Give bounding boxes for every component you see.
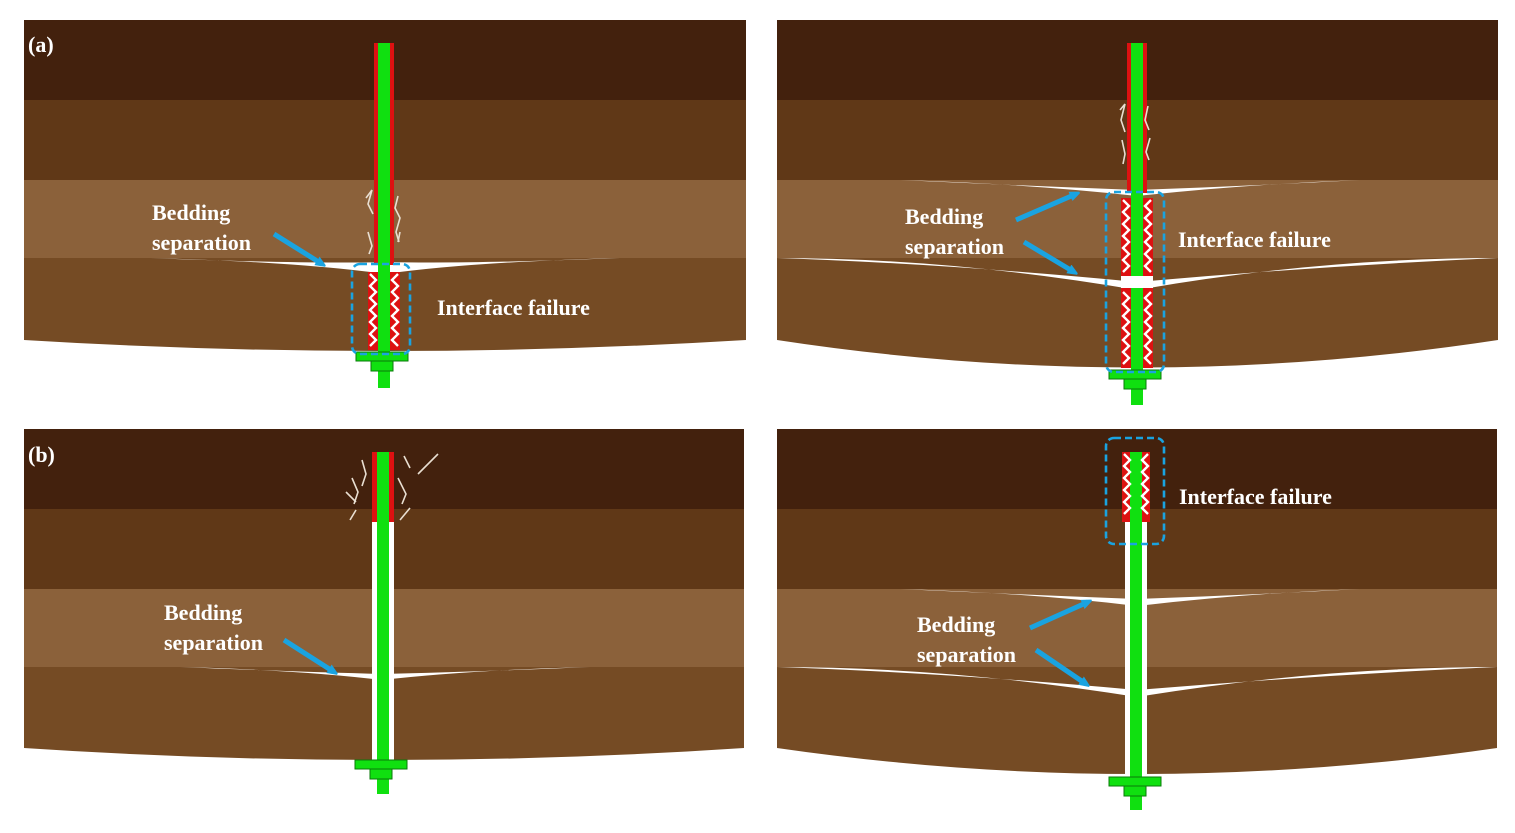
- bedding-separation-arrow: [1022, 239, 1074, 272]
- interface-failure-label: Interface failure: [437, 295, 590, 320]
- bolt-nut: [370, 360, 394, 372]
- panel-b-left: (b) Bedding separation: [24, 429, 744, 794]
- interface-failure-label: Interface failure: [1178, 227, 1331, 252]
- bedding-separation-arrow: [282, 637, 334, 672]
- bedding-separation-label-line1: Bedding: [164, 600, 242, 625]
- rock-cracks: [365, 189, 401, 255]
- panel-b-right: Interface failure Bedding separation: [777, 429, 1497, 810]
- rock-cracks: [1119, 103, 1151, 165]
- bedding-separation-arrow: [1028, 602, 1088, 631]
- bedding-separation-label-line1: Bedding: [917, 612, 995, 637]
- panel-tag: (b): [28, 442, 55, 467]
- interface-failure-frame: [1104, 190, 1166, 374]
- bedding-separation-arrow: [1015, 194, 1076, 223]
- panel-tag: (a): [28, 32, 54, 57]
- bedding-separation-label-line1: Bedding: [905, 204, 983, 229]
- interface-failure-label: Interface failure: [1179, 484, 1332, 509]
- interface-failure-frame: [350, 262, 412, 356]
- panel-a-left: (a) Bedding separation Interface failure: [24, 20, 746, 388]
- bedding-separation-label-line2: separation: [905, 234, 1004, 259]
- bedding-separation-label-line1: Bedding: [152, 200, 230, 225]
- bedding-separation-arrow: [272, 231, 322, 264]
- bedding-separation-label-line2: separation: [152, 230, 251, 255]
- panel-a-right: Bedding separation Interface failure: [777, 20, 1498, 405]
- interface-failure-frame: [1104, 436, 1166, 546]
- rock-cracks: [345, 453, 439, 521]
- bedding-separation-arrow: [1034, 647, 1086, 684]
- bedding-separation-label-line2: separation: [164, 630, 263, 655]
- bedding-separation-label-line2: separation: [917, 642, 1016, 667]
